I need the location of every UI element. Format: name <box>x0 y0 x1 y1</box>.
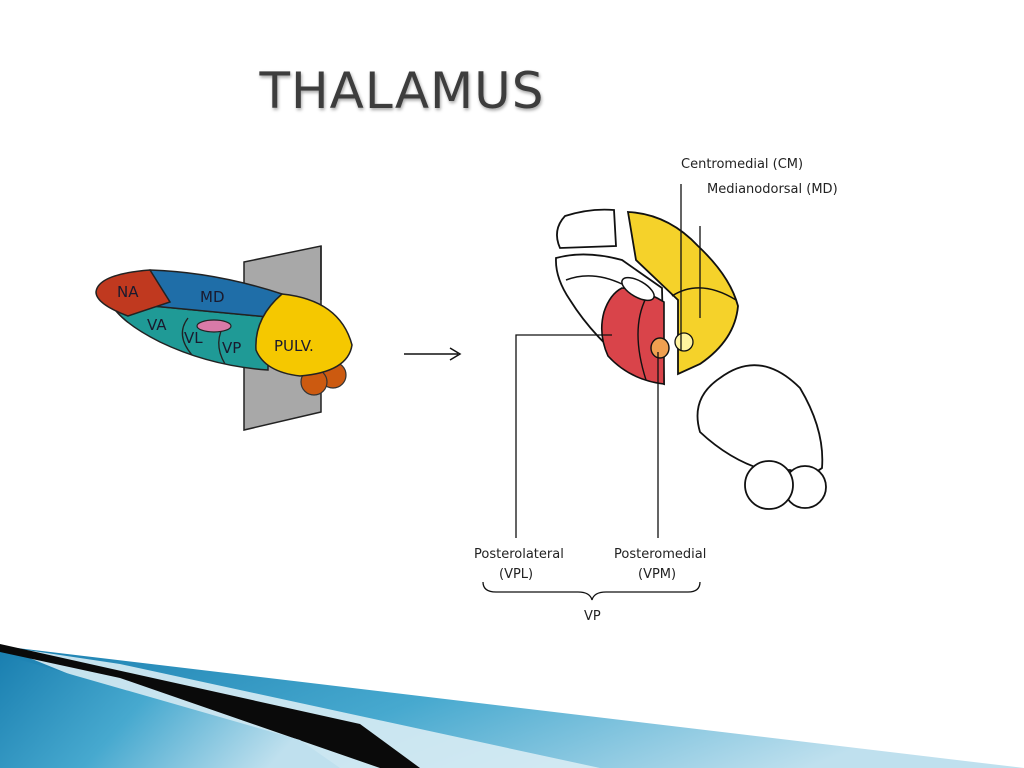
label-vpl-abbr: (VPL) <box>499 567 533 582</box>
light-swoosh <box>0 646 600 768</box>
label-vp: VP <box>222 339 241 357</box>
pulvinar-region <box>255 293 353 377</box>
label-md-right: Medianodorsal (MD) <box>707 182 838 197</box>
label-vpm-name: Posteromedial <box>614 547 706 562</box>
vpm-region <box>650 337 670 359</box>
label-cm: Centromedial (CM) <box>681 157 803 172</box>
black-swoosh <box>0 644 420 768</box>
label-vpm-abbr: (VPM) <box>638 567 676 582</box>
md-inner-line <box>671 287 737 301</box>
thalamus-cross-section-diagram: Centromedial (CM) Medianodorsal (MD) Pos… <box>474 157 838 624</box>
bottom-decoration <box>0 644 1024 768</box>
label-md: MD <box>200 288 225 306</box>
md-yellow-region <box>626 211 739 376</box>
upper-white-segment <box>556 208 617 249</box>
vpl-vpm-divider <box>637 297 647 381</box>
lower-white-body <box>696 364 824 475</box>
cm-nucleus <box>674 332 694 352</box>
lower-circle-left <box>744 460 794 510</box>
vp-brace <box>482 581 701 601</box>
label-vpl-name: Posterolateral <box>474 547 564 562</box>
na-region <box>95 269 172 317</box>
vpl-leader-line <box>515 334 612 538</box>
vpl-region <box>600 287 665 385</box>
blue-swoosh-front <box>0 654 340 768</box>
ventral-nuclei-region <box>108 301 269 371</box>
label-na: NA <box>117 283 139 301</box>
small-white-nucleus <box>621 276 655 302</box>
lateral-inner-line <box>565 275 623 285</box>
slide-title: THALAMUS <box>258 62 544 120</box>
label-pulv: PULV. <box>274 337 314 355</box>
small-nucleus <box>196 319 232 333</box>
label-vp-right: VP <box>584 609 601 624</box>
va-vl-divider <box>181 317 193 356</box>
arrow-icon <box>404 347 462 361</box>
label-vl: VL <box>184 329 203 347</box>
thalamus-3d-diagram: NA MD VA VL VP PULV. <box>95 245 353 431</box>
label-va: VA <box>147 316 167 334</box>
